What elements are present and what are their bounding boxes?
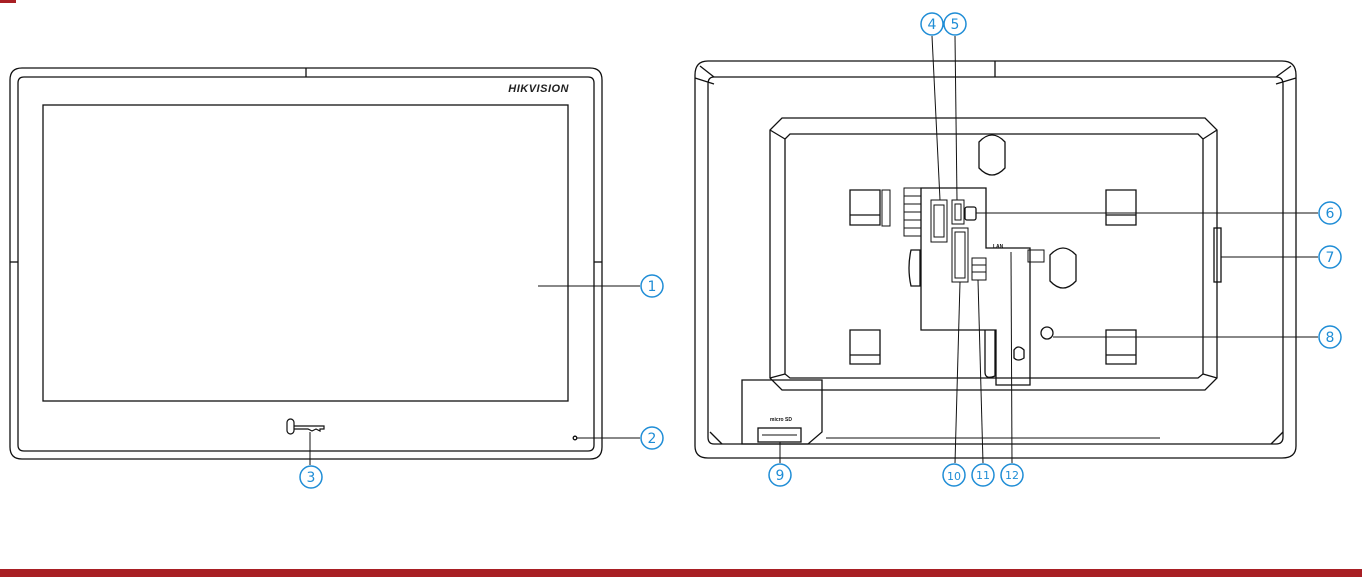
unlock-key-icon [286, 418, 325, 435]
callout-9: 9 [768, 463, 792, 487]
svg-text:6: 6 [1326, 206, 1335, 222]
svg-text:2: 2 [648, 431, 657, 447]
lan-port [1027, 249, 1045, 263]
front-view [9, 67, 603, 460]
callout-5: 5 [943, 12, 967, 36]
side-button [1213, 227, 1222, 283]
svg-text:4: 4 [928, 17, 937, 33]
front-outer-frame [9, 67, 603, 460]
callout-3: 3 [299, 465, 323, 489]
terminal-block-left [881, 187, 922, 237]
svg-text:1: 1 [648, 279, 657, 295]
svg-text:9: 9 [776, 468, 785, 484]
svg-text:10: 10 [947, 470, 961, 483]
callout-6: 6 [1318, 201, 1342, 225]
connector-4 [930, 199, 948, 243]
mounting-plate [769, 117, 1218, 391]
lan-label: LAN [993, 244, 1004, 250]
header-accent-mark [0, 0, 16, 3]
callout-1: 1 [640, 274, 664, 298]
cable-channel [984, 330, 996, 378]
sd-card-housing [741, 379, 823, 445]
callout-11: 11 [971, 463, 995, 487]
svg-text:8: 8 [1326, 330, 1335, 346]
callout-10: 10 [942, 463, 966, 487]
back-view [694, 60, 1297, 459]
back-inner-frame [707, 76, 1284, 445]
back-outer-frame [694, 60, 1297, 459]
callout-2: 2 [640, 426, 664, 450]
callout-8: 8 [1318, 325, 1342, 349]
front-leader-lines [309, 285, 640, 465]
brand-logo: HIKVISION [508, 83, 569, 95]
svg-text:5: 5 [951, 17, 960, 33]
mount-slot-right [1049, 247, 1077, 289]
callout-4: 4 [920, 12, 944, 36]
callouts: 1 2 3 4 5 6 7 8 [299, 12, 1342, 489]
front-inner-frame [17, 76, 595, 452]
footer-accent-bar [0, 569, 1362, 577]
terminal-module [920, 187, 1031, 386]
connector-11 [971, 257, 987, 281]
touch-screen [42, 104, 569, 402]
callout-7: 7 [1318, 245, 1342, 269]
callout-12: 12 [1000, 463, 1024, 487]
micro-sd-label: micro SD [770, 417, 792, 423]
usb-port [964, 206, 977, 221]
svg-text:12: 12 [1005, 469, 1019, 482]
mounting-hooks [849, 189, 1137, 365]
connector-10 [951, 227, 969, 283]
mounting-plate-inner [784, 133, 1204, 379]
back-leader-lines [779, 35, 1318, 464]
indicator-led [572, 435, 578, 441]
tamper-switch [1040, 326, 1054, 340]
cable-clip [1013, 346, 1025, 361]
mount-slot-left [908, 249, 921, 287]
connector-5 [951, 199, 965, 225]
svg-text:3: 3 [307, 470, 316, 486]
svg-text:11: 11 [976, 469, 990, 482]
svg-text:7: 7 [1326, 250, 1335, 266]
mount-slot-top [978, 134, 1006, 176]
